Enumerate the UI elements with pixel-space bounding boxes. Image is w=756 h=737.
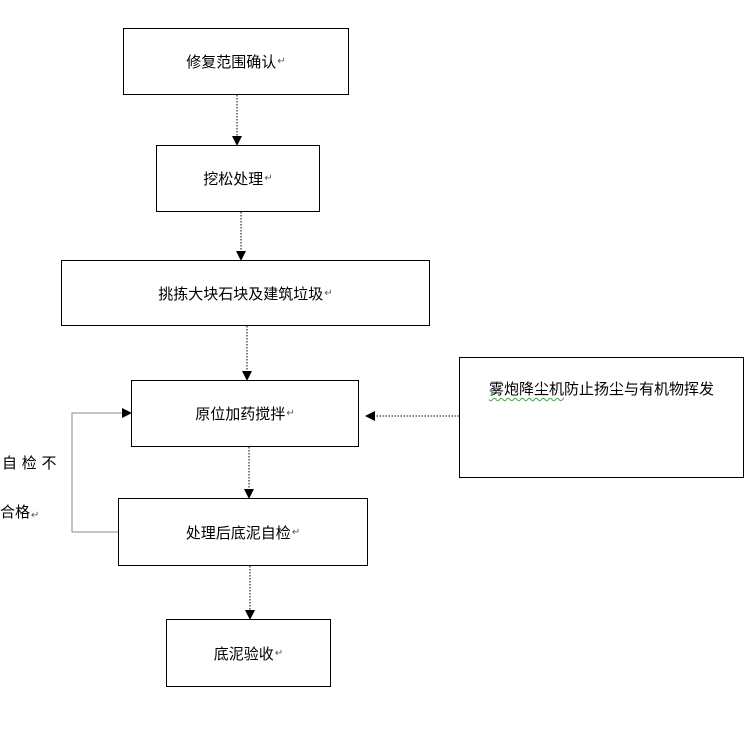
paragraph-mark: ↵ [31, 510, 40, 521]
paragraph-mark: ↵ [286, 408, 295, 419]
step-loosen: 挖松处理↵ [156, 145, 320, 212]
arrow-feedback-loop [71, 408, 132, 533]
step-label: 修复范围确认 [186, 53, 277, 71]
paragraph-mark: ↵ [324, 287, 333, 299]
step-label: 挖松处理 [203, 170, 264, 188]
paragraph-mark: ↵ [274, 647, 284, 659]
step-in-situ-mixing: 原位加药搅拌↵ [131, 380, 359, 447]
paragraph-mark: ↵ [277, 56, 286, 67]
step-scope-confirm: 修复范围确认↵ [123, 28, 349, 95]
fog-cannon-label: 防止扬尘与有机物挥发 [564, 380, 715, 398]
step-label: 底泥验收 [213, 644, 274, 663]
step-label: 挑拣大块石块及建筑垃圾 [158, 284, 324, 303]
feedback-label-line2: 合格↵ [0, 503, 40, 521]
step-self-check: 处理后底泥自检↵ [118, 498, 368, 566]
paragraph-mark: ↵ [264, 173, 273, 184]
step-label: 原位加药搅拌 [195, 405, 286, 423]
fog-cannon-box: 雾炮降尘机防止扬尘与有机物挥发 [459, 357, 744, 478]
step-label: 处理后底泥自检 [185, 523, 291, 542]
fog-cannon-term: 雾炮降尘机 [488, 380, 564, 398]
feedback-label-line1: 自 检 不 [2, 454, 57, 472]
step-acceptance: 底泥验收↵ [166, 619, 331, 687]
step-pick-debris: 挑拣大块石块及建筑垃圾↵ [61, 260, 430, 326]
paragraph-mark: ↵ [291, 526, 301, 538]
